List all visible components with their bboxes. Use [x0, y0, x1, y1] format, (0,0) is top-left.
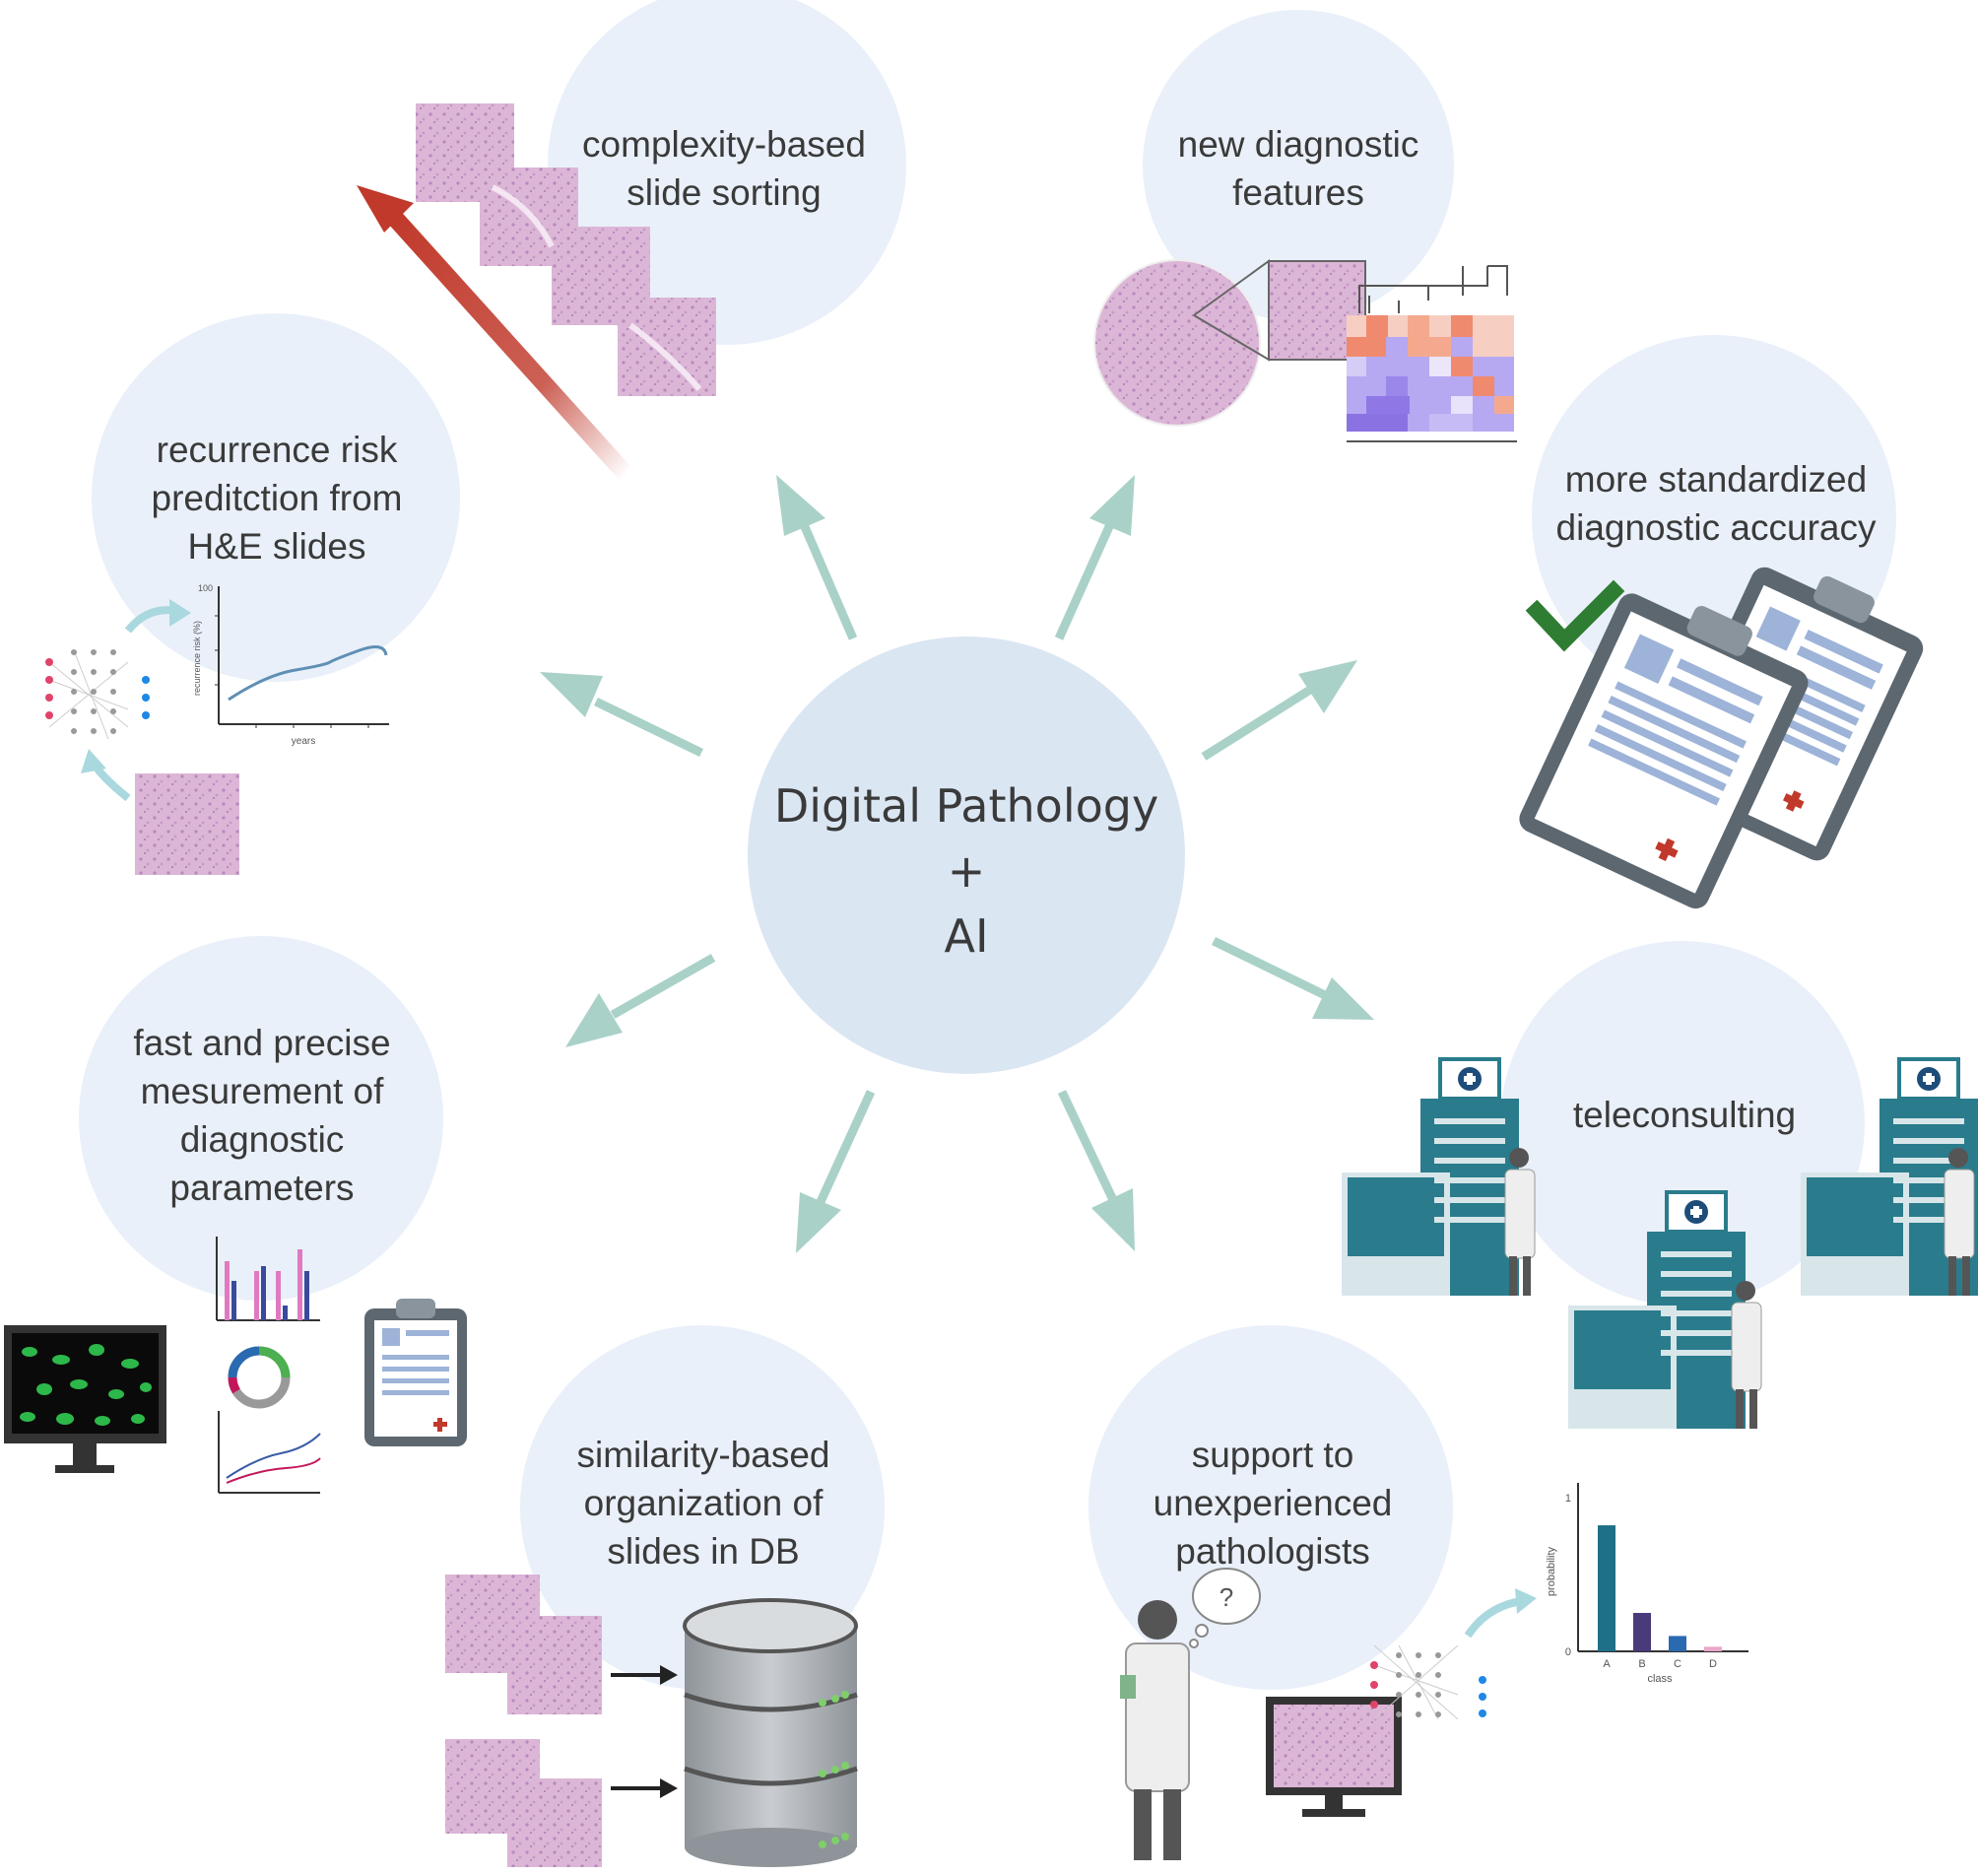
hospital-icon-right: [1801, 1057, 1978, 1296]
prob-bar-A: [1598, 1525, 1615, 1651]
similarity-slides: [445, 1574, 602, 1867]
heatmap-grid: [1347, 315, 1514, 432]
recurrence-xlabel: years: [292, 736, 315, 747]
topic-measurement-line2: mesurement of: [140, 1071, 384, 1111]
doctor-figure: [1944, 1148, 1975, 1296]
topic-label-accuracy: more standardized diagnostic accuracy: [1556, 455, 1877, 552]
prob-tick-D: D: [1709, 1658, 1717, 1670]
features-illustration: [1093, 259, 1517, 442]
topic-accuracy-line1: more standardized: [1564, 459, 1868, 500]
topic-label-features: new diagnostic features: [1178, 120, 1419, 217]
topic-measurement-line4: parameters: [169, 1168, 355, 1208]
prob-tick-B: B: [1638, 1658, 1645, 1670]
topic-circle-features: [1143, 10, 1454, 321]
topic-measurement-line1: fast and precise: [133, 1023, 391, 1063]
red-sorting-arrow: [357, 185, 633, 482]
database-icon: [683, 1598, 858, 1867]
clipboard-icon-front: [1519, 593, 1809, 909]
arrow-to-recurrence: [540, 672, 703, 758]
checkmark-icon: [1525, 579, 1625, 652]
topic-label-recurrence: recurrence risk preditction from H&E sli…: [152, 426, 403, 570]
topic-circle-similarity: [520, 1325, 885, 1690]
support-network-icon: [1370, 1644, 1486, 1720]
topic-recurrence-line1: recurrence risk: [156, 430, 398, 470]
hospital-icon-left: [1342, 1057, 1536, 1296]
recurrence-slide: [135, 773, 239, 875]
topic-label-similarity: similarity-based organization of slides …: [576, 1431, 829, 1575]
prob-ytick-top: 1: [1565, 1493, 1571, 1505]
pathologist-figure: [1120, 1600, 1190, 1860]
topic-recurrence-line2: preditction from: [151, 478, 403, 518]
topic-recurrence-line3: H&E slides: [187, 526, 366, 567]
prob-bar-C: [1669, 1636, 1686, 1651]
arrow-to-sorting: [776, 475, 858, 640]
sorted-slides-stack: [416, 103, 716, 396]
recurrence-ylabel: recurrence risk (%): [192, 621, 202, 696]
center-title: Digital Pathology + AI: [774, 773, 1158, 969]
mini-bar-chart-icon: [216, 1237, 320, 1321]
prob-tick-A: A: [1603, 1658, 1611, 1670]
recurrence-ytick-top: 100: [198, 583, 213, 593]
topic-features-line1: new diagnostic: [1177, 124, 1419, 165]
topic-circle-teleconsulting: [1500, 941, 1865, 1306]
center-title-line2: +: [947, 844, 986, 898]
center-title-line1: Digital Pathology: [773, 779, 1159, 833]
arrow-to-measurement: [565, 954, 716, 1047]
topic-circle-recurrence: [92, 313, 460, 682]
topic-measurement-line3: diagnostic: [179, 1119, 345, 1160]
hospital-icon-bottom: [1568, 1190, 1762, 1429]
prob-bar-D: [1704, 1646, 1722, 1651]
prob-tick-C: C: [1674, 1658, 1681, 1670]
topic-label-teleconsulting: teleconsulting: [1573, 1091, 1796, 1139]
arrow-to-features: [1054, 475, 1135, 640]
topic-sorting-line2: slide sorting: [626, 172, 822, 213]
topic-support-line1: support to: [1191, 1435, 1354, 1475]
topic-similarity-line2: organization of: [583, 1483, 824, 1523]
radial-arrows: [540, 475, 1374, 1253]
topic-accuracy-line2: diagnostic accuracy: [1555, 507, 1877, 548]
probability-chart: 1 0 probability class A B C D: [1546, 1483, 1748, 1685]
recurrence-network-icon: [45, 649, 150, 740]
topic-teleconsulting-line1: teleconsulting: [1572, 1095, 1797, 1135]
recurrence-risk-chart: 100 recurrence risk (%) years: [192, 583, 389, 747]
mini-line-chart-icon: [218, 1411, 321, 1494]
doctor-figure: [1731, 1281, 1762, 1429]
topic-similarity-line1: similarity-based: [576, 1435, 830, 1475]
topic-similarity-line3: slides in DB: [607, 1531, 800, 1572]
fluorescence-monitor-icon: [4, 1325, 166, 1473]
arrow-to-similarity: [796, 1090, 876, 1253]
topic-support-line2: unexperienced: [1153, 1483, 1393, 1523]
support-monitor-icon: [1266, 1697, 1402, 1817]
topic-circle-support: [1088, 1325, 1453, 1690]
topic-circle-measurement: [79, 936, 443, 1301]
arrow-to-support: [1057, 1090, 1135, 1251]
prob-ytick-bottom: 0: [1565, 1646, 1571, 1658]
center-circle: [748, 636, 1185, 1074]
center-title-line3: AI: [944, 909, 989, 963]
doctor-figure: [1504, 1148, 1536, 1296]
prob-xlabel: class: [1647, 1673, 1673, 1685]
question-mark: ?: [1220, 1582, 1233, 1612]
topic-label-sorting: complexity-based slide sorting: [582, 120, 866, 217]
topic-features-line2: features: [1232, 172, 1364, 213]
prob-ylabel: probability: [1546, 1546, 1557, 1596]
donut-chart-icon: [228, 1346, 291, 1409]
topic-label-measurement: fast and precise mesurement of diagnosti…: [133, 1019, 390, 1212]
arrow-to-accuracy: [1201, 660, 1357, 761]
db-input-arrows: [611, 1665, 678, 1798]
measurement-clipboard-icon: [364, 1299, 467, 1446]
prob-bar-B: [1633, 1613, 1651, 1651]
thought-bubble: ?: [1189, 1568, 1261, 1648]
topic-label-support: support to unexperienced pathologists: [1154, 1431, 1393, 1575]
topic-sorting-line1: complexity-based: [582, 124, 866, 165]
arrow-to-teleconsulting: [1212, 936, 1374, 1020]
topic-support-line3: pathologists: [1175, 1531, 1370, 1572]
support-curved-arrow: [1464, 1597, 1523, 1639]
